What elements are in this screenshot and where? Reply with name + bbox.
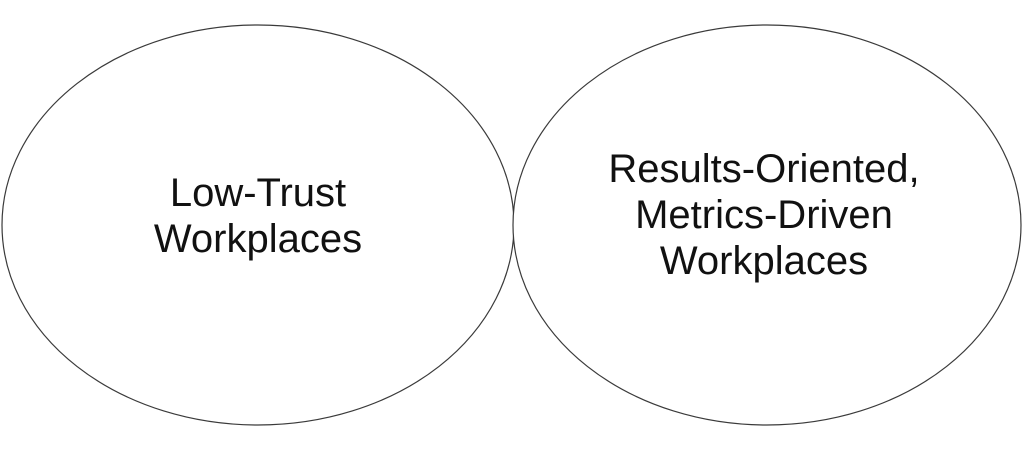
right-label-line-3: Workplaces <box>659 239 869 283</box>
right-label-line-2: Metrics-Driven <box>635 193 893 237</box>
right-ellipse-label: Results-Oriented, Metrics-Driven Workpla… <box>564 146 964 284</box>
left-label-line-1: Low-Trust <box>169 171 347 215</box>
right-label-line-1: Results-Oriented, <box>608 147 920 191</box>
left-ellipse-label: Low-Trust Workplaces <box>58 170 458 262</box>
right-ellipse <box>512 24 1022 426</box>
left-label-line-2: Workplaces <box>153 217 363 261</box>
